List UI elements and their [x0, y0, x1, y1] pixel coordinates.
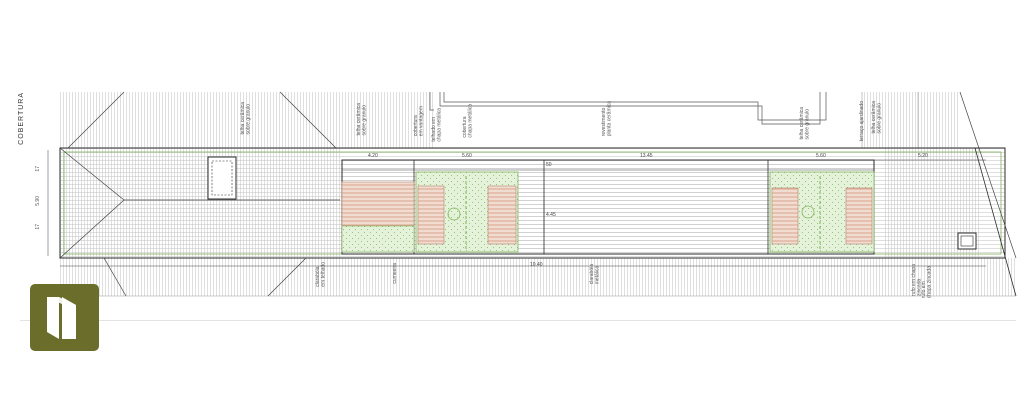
dim-top-1: 4.20: [368, 153, 378, 159]
annotation-top-6: telha cerâmica sobre granulo: [240, 102, 252, 135]
dim-top-4: 5.60: [816, 153, 826, 159]
neighbour-buildings-top: [58, 92, 960, 148]
sheet-title: COBERTURA: [18, 92, 25, 145]
skylight-right: [957, 232, 977, 250]
dim-bottom: 10.40: [530, 262, 543, 268]
annotation-bottom-3: clarabóia metálica: [589, 264, 601, 285]
dim-top-3: 13.45: [640, 153, 653, 159]
dim-top-2: 5.60: [462, 153, 472, 159]
dim-top-small: 50: [546, 162, 552, 168]
annotation-top-1: telha cerâmica sobre granulo: [356, 103, 368, 136]
dimension-lines: [47, 150, 986, 267]
logo-mark-icon: [47, 297, 76, 339]
annotation-top-4: cobertura chapa metálica: [462, 104, 474, 138]
annotation-top-8: terraço ajardinado: [859, 101, 865, 142]
annotation-top-5: revestimento planta cerâmica: [601, 101, 613, 137]
annotation-top-2: cobertura em vantagem: [413, 106, 425, 137]
dim-top-5: 5.20: [918, 153, 928, 159]
dim-inner: 4.45: [546, 212, 556, 218]
annotation-top-7: telha cerâmica sobre granulo: [799, 107, 811, 140]
annotation-top-9: telha cerâmica sobre granulo: [871, 101, 883, 134]
annotation-bottom-2: cumeeira: [392, 263, 398, 284]
annotation-top-3: telhado em chapa metálica: [431, 108, 443, 142]
neighbour-buildings-bottom: [58, 258, 1016, 297]
dim-left-2: 5.90: [35, 196, 41, 206]
annotation-bottom-5: rufo em chapa zincada: [921, 266, 933, 299]
dim-left-3: 17: [35, 224, 41, 230]
brand-logo: [30, 284, 99, 351]
patio-right: [769, 171, 875, 253]
sheet-divider: [20, 320, 1016, 321]
dim-left-1: 17: [35, 166, 41, 172]
skylight-left: [207, 156, 237, 200]
patio-left: [341, 171, 519, 253]
annotation-bottom-1: clarabóia em telhado: [315, 262, 327, 287]
